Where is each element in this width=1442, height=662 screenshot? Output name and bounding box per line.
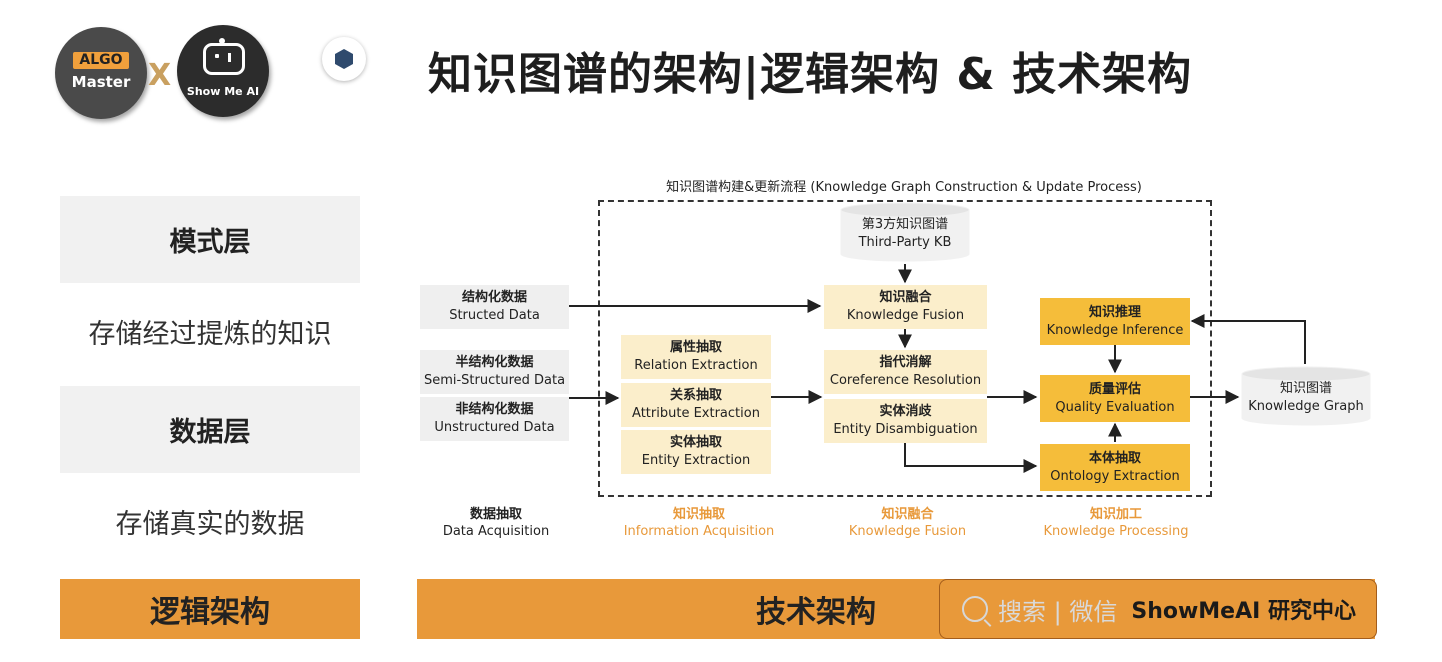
hexagon-icon (335, 49, 353, 69)
knowledge-fusion-node: 知识融合 Knowledge Fusion (824, 285, 987, 329)
entity-extraction-node: 实体抽取 Entity Extraction (621, 430, 771, 474)
algo-logo-tag: ALGO (73, 52, 129, 69)
page-title: 知识图谱的架构|逻辑架构 & 技术架构 (428, 49, 1193, 100)
structured-data-node: 结构化数据 Structed Data (420, 285, 569, 329)
pattern-layer-desc: 存储经过提炼的知识 (88, 319, 332, 350)
coreference-resolution-node: 指代消解 Coreference Resolution (824, 350, 987, 394)
technical-architecture-label: 技术架构 (756, 595, 876, 630)
data-layer-box: 数据层 (60, 386, 360, 473)
robot-face-icon (203, 43, 245, 75)
third-party-kb-cylinder (840, 202, 970, 262)
third-party-kb-node: 第3方知识图谱 Third-Party KB (858, 217, 952, 250)
arrow-kg-to-inference (1190, 314, 1306, 364)
knowledge-inference-node: 知识推理 Knowledge Inference (1040, 298, 1190, 345)
arrow-disamb-to-ontology (904, 443, 1038, 473)
stage-label-information-acquisition: 知识抽取 Information Acquisition (623, 507, 775, 539)
brand-badge-logo (322, 37, 366, 81)
logical-architecture-bar: 逻辑架构 (60, 579, 360, 639)
robot-antenna-icon (219, 38, 225, 44)
wechat-search-badge: 搜索 | 微信 ShowMeAI 研究中心 (939, 579, 1377, 639)
showmeai-logo: Show Me AI (177, 25, 269, 117)
knowledge-graph-cylinder (1241, 366, 1371, 426)
entity-disambiguation-node: 实体消歧 Entity Disambiguation (824, 399, 987, 443)
ontology-extraction-node: 本体抽取 Ontology Extraction (1040, 444, 1190, 491)
search-icon (962, 596, 988, 622)
diagram-title: 知识图谱构建&更新流程 (Knowledge Graph Constructio… (666, 180, 1142, 195)
relation-extraction-node: 属性抽取 Relation Extraction (621, 335, 771, 379)
process-boundary (598, 200, 1212, 497)
stage-label-knowledge-processing: 知识加工 Knowledge Processing (1043, 507, 1189, 539)
quality-evaluation-node: 质量评估 Quality Evaluation (1040, 375, 1190, 422)
semi-structured-data-node: 半结构化数据 Semi-Structured Data (420, 350, 569, 394)
pattern-layer-box: 模式层 (60, 196, 360, 283)
data-layer-desc: 存储真实的数据 (115, 509, 305, 540)
logo-separator-x: X (148, 58, 172, 93)
stage-label-knowledge-fusion: 知识融合 Knowledge Fusion (848, 507, 967, 539)
algo-logo-master: Master (71, 73, 131, 91)
stage-label-data-acquisition: 数据抽取 Data Acquisition (442, 507, 550, 539)
search-brand-text: ShowMeAI 研究中心 (1131, 599, 1356, 624)
unstructured-data-node: 非结构化数据 Unstructured Data (420, 397, 569, 441)
showmeai-logo-text: Show Me AI (186, 85, 260, 98)
search-hint-text: 搜索 | 微信 (998, 597, 1118, 626)
knowledge-graph-node: 知识图谱 Knowledge Graph (1248, 381, 1364, 414)
attribute-extraction-node: 关系抽取 Attribute Extraction (621, 383, 771, 427)
algo-master-logo: ALGO Master (55, 27, 147, 119)
